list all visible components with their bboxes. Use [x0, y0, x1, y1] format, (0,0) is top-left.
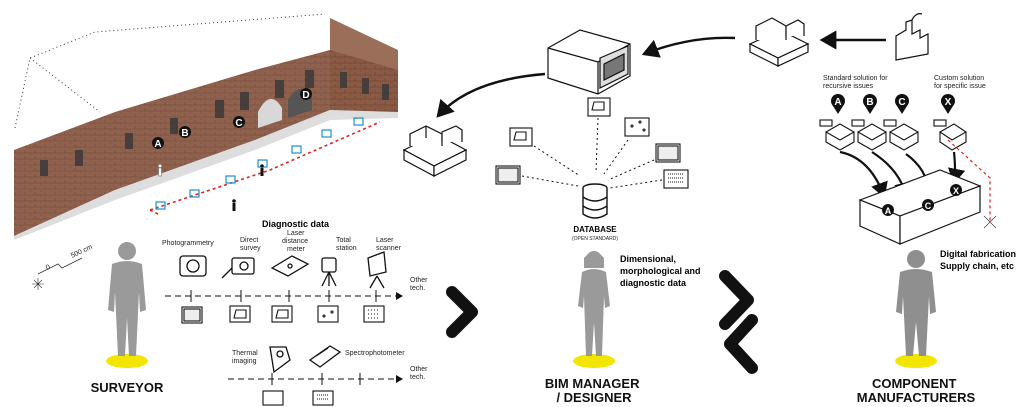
facade-marker-b: B — [179, 126, 191, 139]
component-c — [883, 119, 920, 151]
svg-text:C: C — [235, 118, 242, 129]
doc-icon-1 — [509, 127, 533, 147]
facade-marker-c: C — [233, 116, 245, 129]
block-pin-c: C — [922, 199, 934, 211]
block-pin-a: A — [882, 204, 894, 216]
total-station-icon — [321, 257, 337, 287]
block-pin-x: X — [950, 184, 962, 196]
doc-icon-5 — [663, 169, 689, 189]
pallet-boxes-icon-2 — [748, 17, 810, 67]
database-subtitle: (OPEN STANDARD) — [572, 236, 618, 242]
laser-meter-icon — [270, 255, 310, 277]
solution-pin-x: X — [941, 94, 955, 114]
truck-icon — [547, 29, 631, 95]
manufacturer-figure — [895, 250, 937, 368]
svg-text:0: 0 — [45, 264, 52, 272]
bim-data-description: Dimensional, morphological and diagnosti… — [620, 254, 703, 288]
facade-marker-d: D — [300, 88, 312, 101]
scale-bar: 0 500 cm — [32, 244, 94, 290]
svg-text:500 cm: 500 cm — [70, 244, 94, 260]
standard-solution-label: Standard solution for recursive issues — [823, 75, 890, 90]
component-x — [933, 119, 968, 151]
laser-scanner-icon — [367, 251, 387, 289]
bim-manager-figure — [573, 251, 615, 368]
scanner-output-icon — [363, 305, 385, 323]
role-bim-manager-label: BIM MANAGER / DESIGNER — [545, 376, 643, 405]
tools-row-bottom — [269, 345, 342, 374]
svg-text:C: C — [898, 97, 905, 108]
fabrication-description: Digital fabrication Supply chain, etc — [940, 249, 1019, 271]
svg-text:D: D — [302, 90, 309, 101]
output-sheets — [181, 305, 385, 324]
svg-text:A: A — [885, 206, 892, 216]
svg-text:X: X — [945, 97, 952, 108]
svg-text:A: A — [154, 139, 161, 150]
tools-row-top — [179, 251, 387, 289]
spectrophotometer-icon — [308, 345, 342, 368]
factory-icon — [895, 13, 929, 61]
tool-label-direct-survey-1: Direct — [240, 237, 258, 244]
axis-marker-icon — [983, 215, 997, 229]
database-sources — [495, 97, 689, 189]
arrow-to-truck — [641, 36, 736, 58]
camera-icon — [179, 255, 207, 277]
component-b — [851, 119, 888, 151]
svg-text:B: B — [866, 97, 873, 108]
doc-icon-2 — [587, 97, 611, 117]
output-sheets-bottom — [262, 390, 334, 406]
solution-pin-b: B — [863, 94, 877, 114]
survey-output-icon — [229, 305, 251, 323]
role-manufacturers-label: COMPONENT MANUFACTURERS — [857, 376, 976, 405]
component-a — [819, 119, 856, 151]
database-icon — [582, 183, 608, 219]
meter-output-icon — [271, 305, 293, 323]
svg-text:X: X — [953, 186, 959, 196]
doc-icon-6 — [495, 165, 521, 185]
chevron-right-icon-2 — [719, 270, 754, 330]
svg-text:Spectrophotometer: Spectrophotometer — [345, 350, 405, 357]
diagnostic-data-title: Diagnostic data — [262, 219, 330, 229]
building-point-cloud: A B C D — [14, 13, 398, 240]
surveyor-figure: SURVEYOR — [91, 242, 164, 395]
svg-text:A: A — [834, 97, 841, 108]
tool-label-photogrammetry: Photogrammetry — [162, 240, 214, 247]
photo-output-icon — [181, 306, 203, 324]
component-cubes — [819, 119, 968, 151]
database-dashes — [521, 117, 663, 189]
chevron-right-icon — [446, 286, 478, 338]
tool-label-direct-survey-2: survey — [240, 245, 261, 252]
doc-icon-3 — [624, 117, 650, 137]
thermal-output-icon — [262, 390, 284, 406]
custom-dashed-line — [947, 139, 991, 222]
facade-marker-a: A — [152, 137, 164, 150]
chevron-left-icon — [724, 314, 758, 374]
doc-icon-4 — [655, 143, 681, 163]
custom-solution-label: Custom solution for specific issue — [934, 75, 986, 90]
thermal-camera-icon — [269, 346, 291, 374]
arrow-to-pallet — [436, 72, 546, 118]
solution-pin-c: C — [895, 94, 909, 114]
role-surveyor-label: SURVEYOR — [91, 380, 164, 395]
direct-survey-icon — [221, 257, 255, 279]
database-title: DATABASE — [573, 225, 617, 234]
station-output-icon — [317, 305, 339, 323]
spectro-output-icon — [312, 390, 334, 406]
svg-text:C: C — [925, 201, 932, 211]
pallet-boxes-icon — [402, 125, 468, 177]
solution-pin-a: A — [831, 94, 845, 114]
svg-text:B: B — [181, 128, 188, 139]
